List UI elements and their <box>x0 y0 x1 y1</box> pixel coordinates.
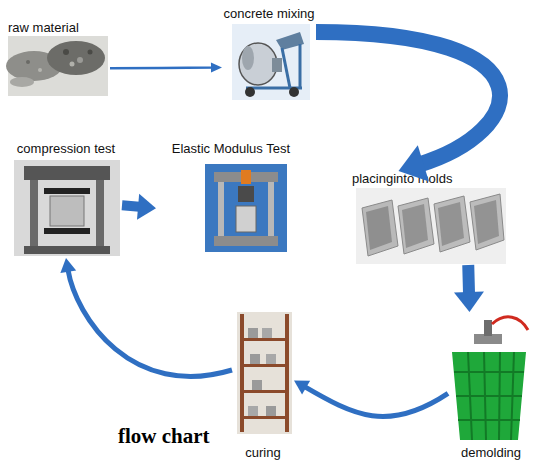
process-step: demolding <box>448 312 534 460</box>
arrow-head <box>454 292 484 312</box>
step-label: compression test <box>17 141 115 156</box>
diagram-title: flow chart <box>118 424 210 449</box>
step-label: concrete mixing <box>223 6 314 21</box>
arrow-head <box>137 194 156 220</box>
arrow-shaft <box>110 66 214 69</box>
curing-rack-image <box>237 312 292 434</box>
demolding-image <box>452 317 528 440</box>
arrow-shaft <box>68 269 232 376</box>
elastic-modulus-machine-image <box>205 164 287 252</box>
arrow-shaft <box>304 386 448 416</box>
flow-arrow <box>122 194 156 220</box>
arrow-shaft <box>122 205 145 207</box>
flow-arrow <box>316 32 500 182</box>
process-step: compression test <box>10 141 122 258</box>
arrow-head <box>294 381 310 395</box>
step-label: placinginto molds <box>352 171 452 186</box>
step-label: raw material <box>8 20 79 35</box>
step-label: demolding <box>461 445 521 460</box>
arrow-head <box>60 258 76 273</box>
flow-arrow <box>60 258 232 376</box>
process-step: Elastic Modulus Test <box>156 141 290 253</box>
raw-material-image <box>6 36 108 96</box>
flow-arrow <box>294 381 448 417</box>
concrete-mixer-image <box>232 24 310 100</box>
process-step: placinginto molds <box>352 171 507 265</box>
process-step: concrete mixing <box>222 6 316 102</box>
flow-arrow <box>454 265 484 312</box>
arrow-head <box>211 63 222 73</box>
step-label: Elastic Modulus Test <box>172 141 290 156</box>
flow-arrow <box>110 63 222 73</box>
molds-image <box>356 188 506 264</box>
process-step: raw material <box>8 20 110 98</box>
compression-machine-image <box>14 160 120 256</box>
arrow-shaft <box>316 32 500 165</box>
arrow-head <box>399 145 429 181</box>
process-step: curing <box>232 310 294 460</box>
step-label: curing <box>245 445 280 460</box>
arrow-shaft <box>462 265 475 299</box>
